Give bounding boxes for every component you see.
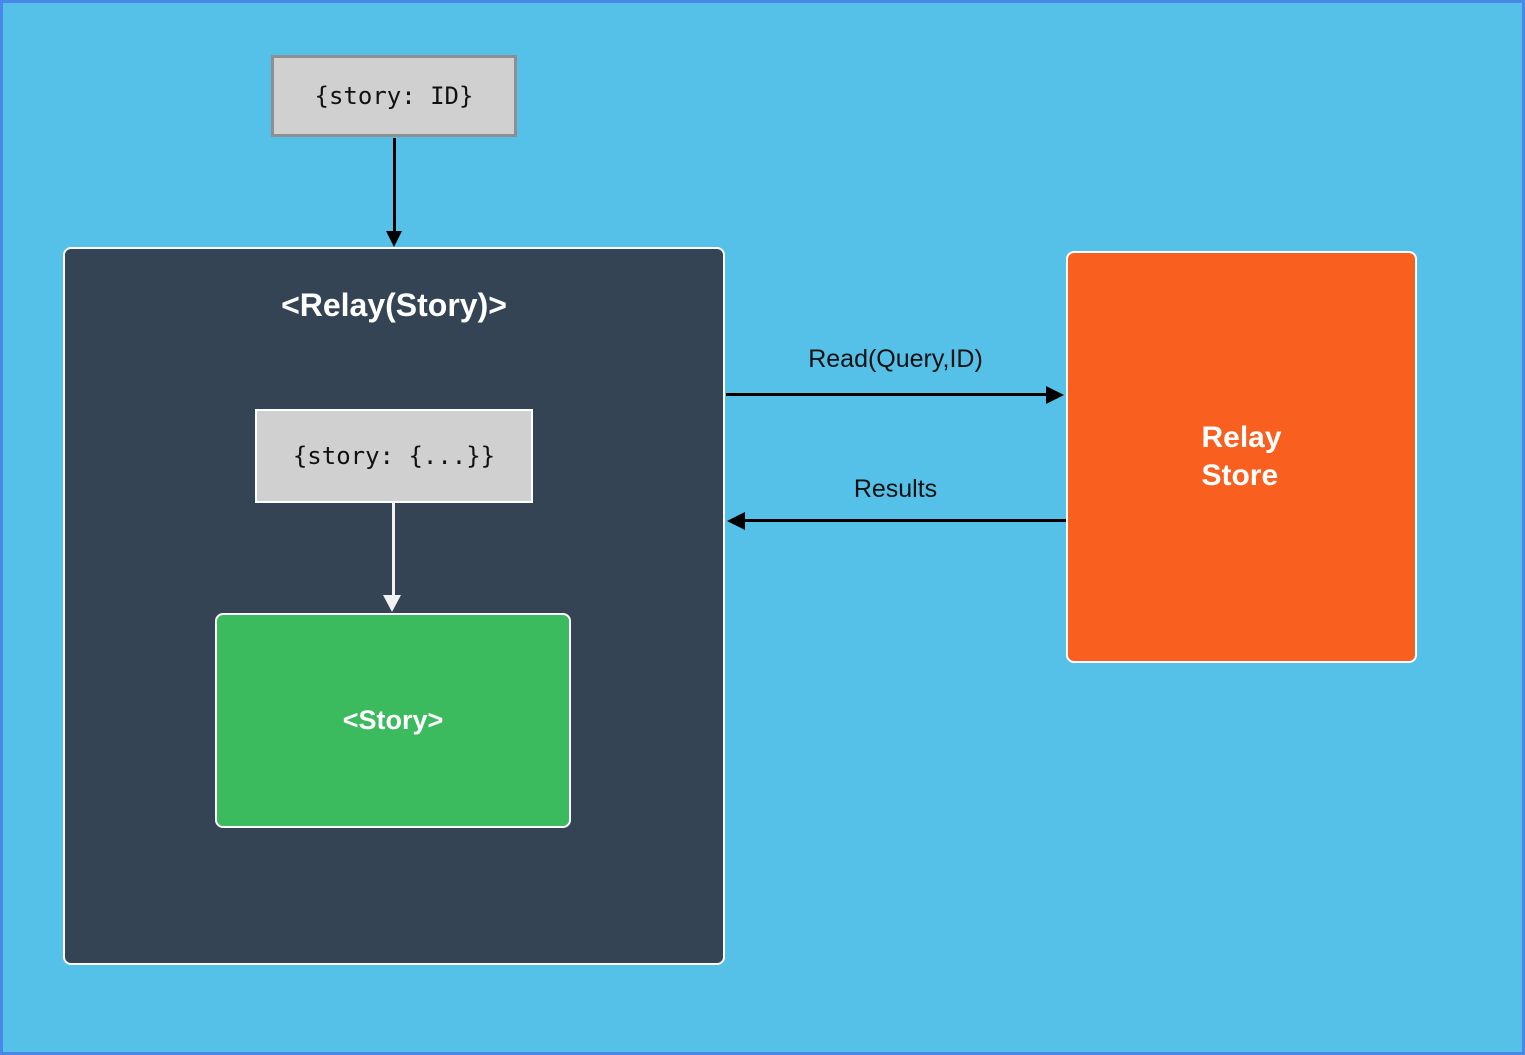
story-id-arrow-line [393,138,396,232]
results-arrow-line [744,519,1066,522]
story-id-node: {story: ID} [271,55,517,137]
read-arrow-line [726,393,1048,396]
relay-container-title: <Relay(Story)> [281,287,507,323]
relay-store-label: Relay Store [1201,419,1281,495]
relay-story-container: <Relay(Story)> {story: {...}} <Story> [63,247,725,965]
story-component-label: <Story> [342,705,444,735]
read-edge-label: Read(Query,ID) [808,345,983,373]
relay-store-label-line2: Store [1201,459,1279,492]
fragment-arrow-head-icon [383,595,401,612]
relay-store-label-line1: Relay [1201,420,1282,454]
results-arrow-head-icon [727,512,745,530]
relay-store-node: Relay Store [1066,251,1417,663]
fragment-arrow-line [392,503,395,596]
results-edge-label: Results [853,475,938,503]
story-fragment-node: {story: {...}} [255,409,533,503]
read-arrow-head-icon [1046,386,1064,404]
story-id-arrow-head-icon [386,231,402,247]
story-component-node: <Story> [215,613,571,828]
